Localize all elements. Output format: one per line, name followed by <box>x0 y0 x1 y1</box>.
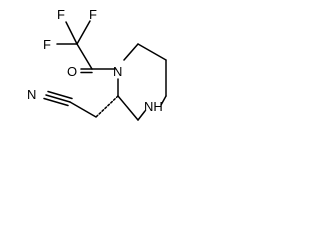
bond-cf-top-left <box>65 21 78 45</box>
structure-drawing: F F F O N NH N <box>27 7 167 121</box>
bond-nitrile-1 <box>45 94 71 103</box>
bonds <box>43 20 167 121</box>
bond-cf-top-right <box>76 20 91 45</box>
bond-nitrile-2 <box>43 97 69 107</box>
fluorine-label-top-right: F <box>89 7 97 22</box>
bond-ch2-cn <box>69 101 97 118</box>
ring-nh-label: NH <box>144 99 163 114</box>
fluorine-label-mid: F <box>43 37 51 52</box>
bond-stereo-ch2 <box>95 95 119 118</box>
atom-labels: F F F O N NH N <box>27 7 163 114</box>
fluorine-label-top-left: F <box>57 7 65 22</box>
bond-ring-bottom-left <box>117 95 139 121</box>
bond-ring-n-top <box>123 43 139 61</box>
nitrile-nitrogen-label: N <box>27 87 36 102</box>
bond-ring-top-right <box>137 43 167 61</box>
bond-cf3-carbonyl <box>76 43 93 70</box>
oxygen-label: O <box>67 64 77 79</box>
bond-nitrile-3 <box>47 90 73 100</box>
bond-ring-right-nh <box>160 95 167 106</box>
bond-ring-nh-bottom <box>137 110 146 121</box>
ring-nitrogen-label: N <box>113 64 122 79</box>
